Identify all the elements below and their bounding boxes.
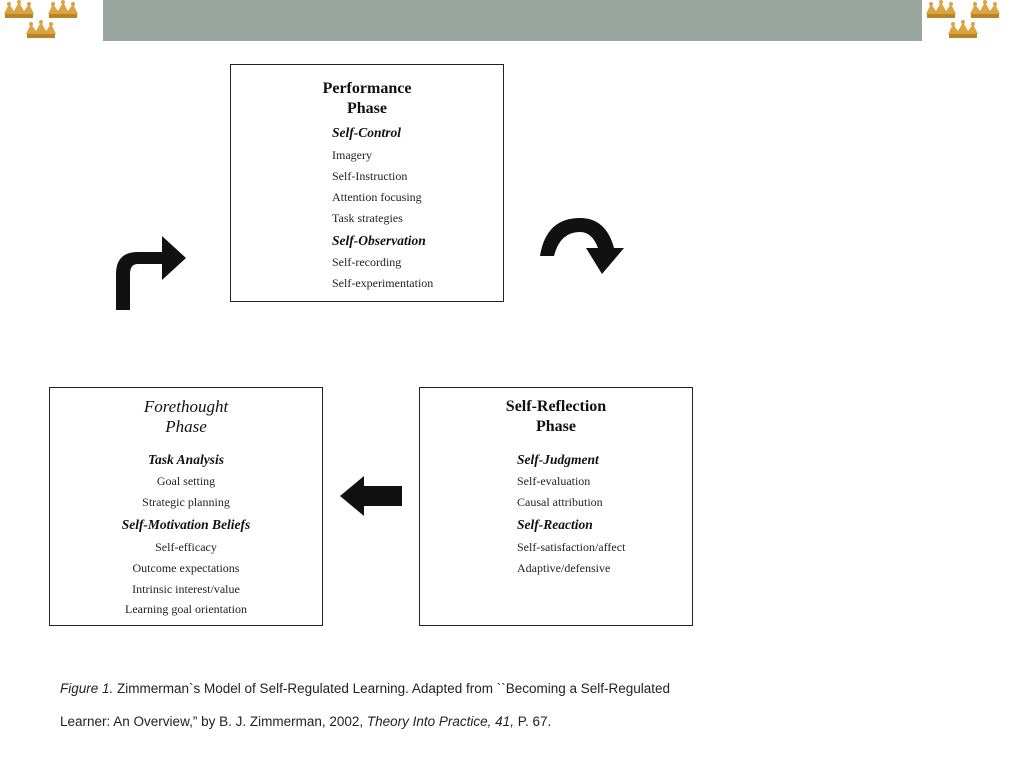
- performance-phase-box: Performance Phase Self-Control Imagery S…: [230, 64, 504, 302]
- header-banner: [103, 0, 922, 41]
- self-motivation-heading: Self-Motivation Beliefs: [121, 517, 251, 532]
- self-judgment-heading: Self-Judgment: [517, 452, 599, 467]
- list-item: Self-satisfaction/affect: [517, 540, 626, 554]
- caption-pages: P. 67.: [513, 714, 552, 729]
- list-item: Attention focusing: [332, 190, 422, 204]
- caption-text: Zimmerman`s Model of Self-Regulated Lear…: [113, 681, 671, 696]
- list-item: Self-recording: [332, 255, 402, 269]
- arrow-left-icon: [340, 476, 402, 516]
- list-item: Strategic planning: [142, 495, 230, 509]
- list-item: Causal attribution: [517, 495, 603, 509]
- reflection-title-line2: Phase: [536, 418, 576, 435]
- list-item: Self-evaluation: [517, 474, 591, 488]
- list-item: Self-efficacy: [155, 540, 217, 554]
- figure-label: Figure 1.: [60, 681, 114, 696]
- list-item: Task strategies: [332, 211, 403, 225]
- forethought-title-line1: Forethought: [143, 397, 229, 416]
- self-reflection-phase-box: Self-Reflection Phase Self-Judgment Self…: [419, 387, 693, 626]
- list-item: Self-experimentation: [332, 276, 434, 290]
- three-crowns-icon: [926, 0, 1000, 38]
- task-analysis-heading: Task Analysis: [148, 452, 224, 467]
- performance-title-line1: Performance: [322, 80, 412, 97]
- list-item: Goal setting: [156, 474, 216, 488]
- list-item: Intrinsic interest/value: [132, 582, 240, 596]
- self-reaction-heading: Self-Reaction: [517, 517, 593, 532]
- forethought-phase-box: Forethought Phase Task Analysis Goal set…: [49, 387, 323, 626]
- caption-text: Learner: An Overview,” by B. J. Zimmerma…: [60, 714, 367, 729]
- arrow-curve-down-icon: [540, 218, 624, 274]
- list-item: Learning goal orientation: [125, 602, 247, 616]
- figure-caption-line2: Learner: An Overview,” by B. J. Zimmerma…: [60, 714, 551, 729]
- arrow-up-right-icon: [116, 236, 186, 310]
- forethought-title-line2: Phase: [165, 417, 207, 436]
- self-control-heading: Self-Control: [332, 125, 402, 140]
- journal-title: Theory Into Practice, 41,: [366, 714, 514, 729]
- three-crowns-icon: [4, 0, 78, 38]
- list-item: Imagery: [332, 148, 372, 162]
- list-item: Outcome expectations: [132, 561, 240, 575]
- list-item: Adaptive/defensive: [517, 561, 611, 575]
- reflection-title-line1: Self-Reflection: [505, 398, 607, 415]
- self-observation-heading: Self-Observation: [332, 233, 426, 248]
- list-item: Self-Instruction: [332, 169, 408, 183]
- figure-caption-line1: Figure 1. Zimmerman`s Model of Self-Regu…: [60, 681, 670, 696]
- performance-title-line2: Phase: [347, 100, 387, 117]
